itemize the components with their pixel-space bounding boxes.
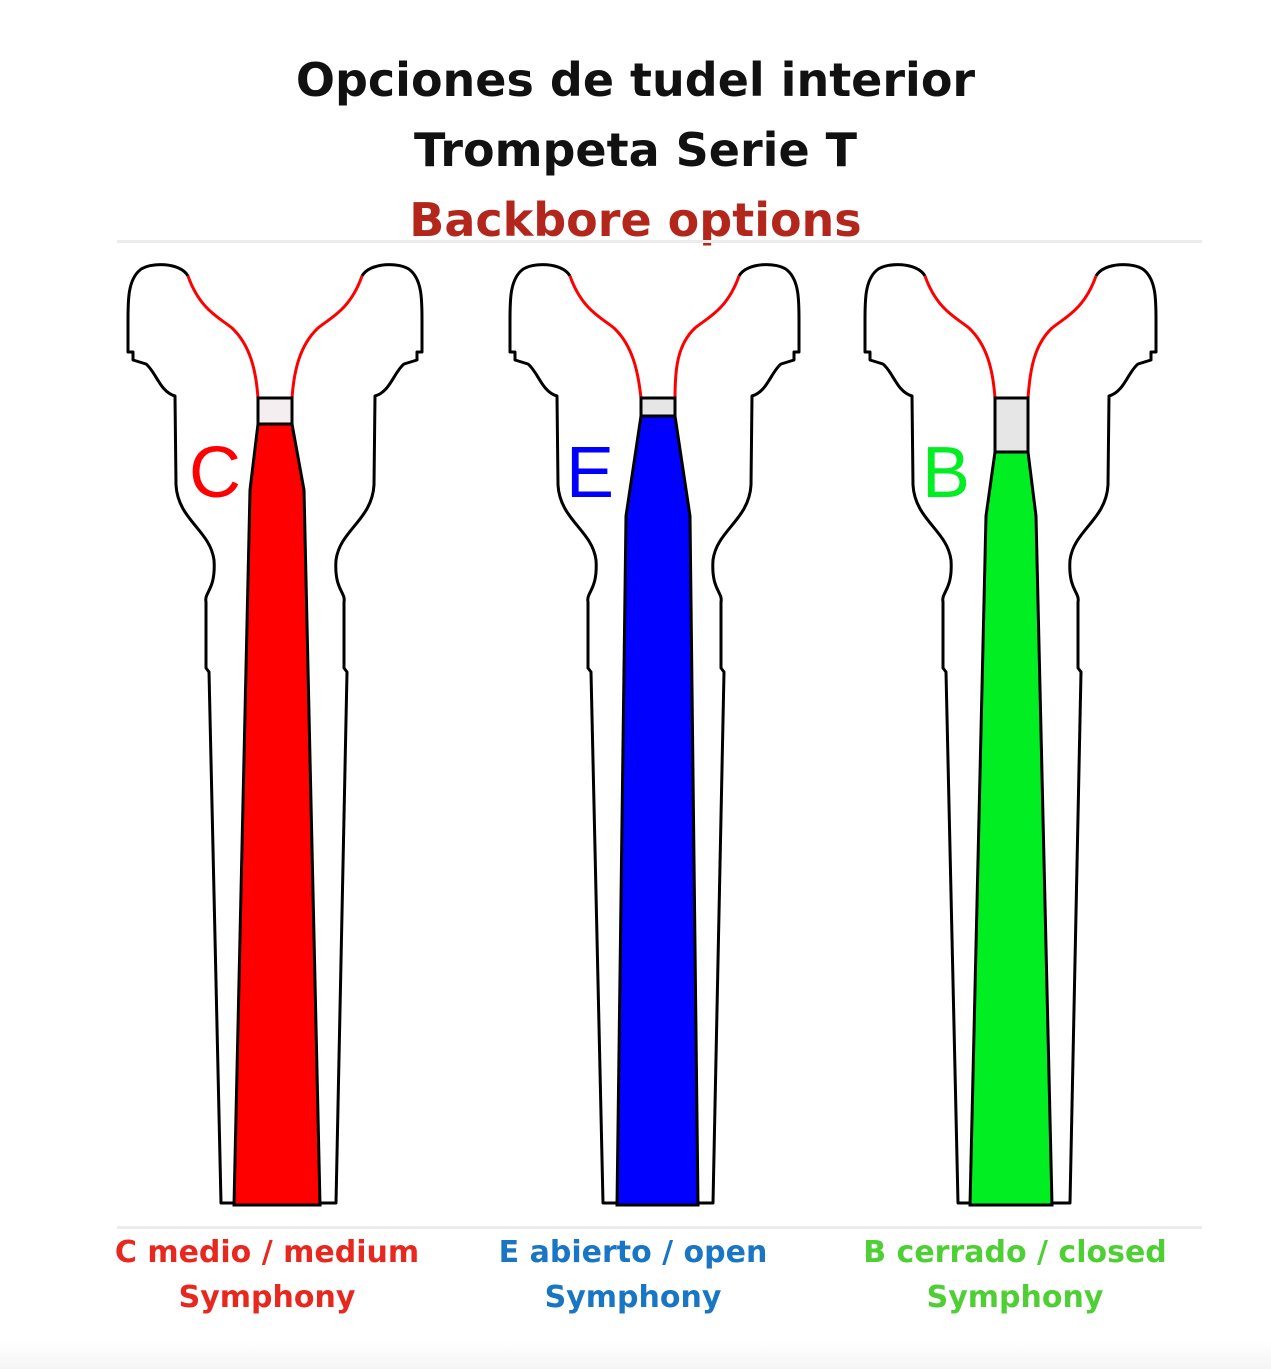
- divider-top: [117, 240, 1202, 243]
- footer-shade: [0, 1340, 1271, 1369]
- cup-wall-e: [568, 275, 741, 399]
- caption-e: E abierto / open Symphony: [463, 1230, 803, 1320]
- backbore-c-diagram: C: [126, 263, 424, 1207]
- cup-wall-b: [923, 275, 1098, 399]
- page-subtitle: Trompeta Serie T: [413, 123, 858, 177]
- caption-e-line1: E abierto / open: [498, 1235, 768, 1270]
- page-title: Opciones de tudel interior: [295, 53, 976, 107]
- divider-bottom: [117, 1226, 1202, 1229]
- backbore-fill-e: [615, 414, 700, 1207]
- backbore-letter-e: E: [566, 433, 614, 513]
- backbore-letter-c: C: [189, 433, 241, 513]
- throat-b: [993, 396, 1030, 454]
- caption-b-line1: B cerrado / closed: [863, 1235, 1167, 1270]
- caption-e-line2: Symphony: [544, 1280, 722, 1315]
- caption-c-line2: Symphony: [178, 1280, 356, 1315]
- cup-wall-c: [186, 275, 364, 399]
- caption-c: C medio / medium Symphony: [97, 1230, 437, 1320]
- throat-c: [256, 396, 294, 426]
- caption-b-line2: Symphony: [926, 1280, 1104, 1315]
- backbore-fill-b: [968, 450, 1054, 1207]
- backbore-e-diagram: E: [508, 263, 801, 1207]
- caption-b: B cerrado / closed Symphony: [845, 1230, 1185, 1320]
- backbore-b-diagram: B: [863, 263, 1158, 1207]
- backbore-letter-b: B: [922, 433, 970, 513]
- backbore-fill-c: [232, 422, 322, 1207]
- throat-e: [639, 396, 677, 418]
- caption-c-line1: C medio / medium: [114, 1235, 420, 1270]
- page-subtitle-english: Backbore options: [409, 193, 862, 247]
